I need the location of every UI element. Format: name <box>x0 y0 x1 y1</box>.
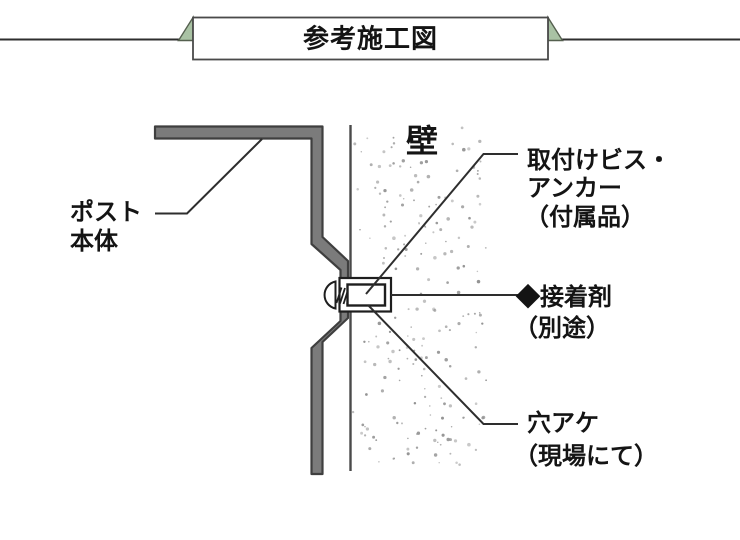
screw-anchor-label-line3: （付属品） <box>525 204 645 231</box>
banner: 参考施工図 <box>0 15 740 61</box>
banner-fold-left <box>177 15 194 42</box>
adhesive-label-line2: （別途） <box>514 314 610 342</box>
wall-label: 壁 <box>406 123 438 159</box>
banner-fold-right <box>547 15 564 42</box>
post-body-label-line2: 本体 <box>70 228 119 255</box>
post-body-label-line1: ポスト <box>70 198 142 226</box>
anchor-sleeve <box>346 283 387 307</box>
leader-screw-anchor <box>365 153 518 295</box>
leader-post-body <box>155 138 263 215</box>
page-title: 参考施工図 <box>303 24 438 54</box>
leader-hole <box>367 304 518 425</box>
wall-texture <box>351 126 487 466</box>
screw-anchor-label-line1: 取付けビス・ <box>527 147 671 174</box>
post-profile-lower <box>310 310 350 476</box>
screw-anchor-label-line2: アンカー <box>527 175 622 202</box>
fastener-assembly <box>323 276 393 313</box>
hole-label-line1: 穴アケ <box>527 409 599 437</box>
banner-title-box <box>192 16 549 61</box>
hole-label-line2: （現場にて） <box>514 443 658 470</box>
adhesive-label-line1: ◆接着剤 <box>515 283 612 311</box>
screw-head <box>323 280 337 310</box>
